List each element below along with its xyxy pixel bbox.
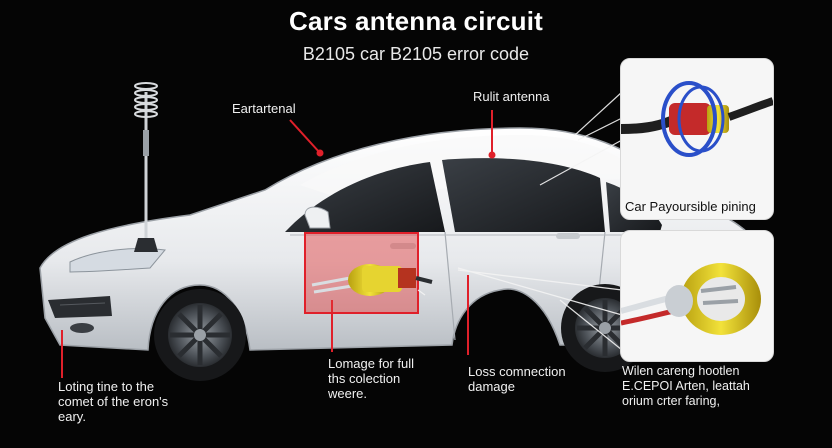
inset-bottom-caption: Wilen careng hootlen E.CEPOI Arten, leat…	[622, 364, 750, 408]
callout-bottom-left: Loting tine to the comet of the eron's e…	[58, 379, 169, 424]
front-wheel	[154, 289, 246, 381]
diagram-title: Cars antenna circuit	[289, 6, 543, 36]
closeup-illustration	[621, 263, 761, 335]
inset-top-caption: Car Payoursible pining	[625, 199, 756, 214]
callout-loss-connection: Loss comnection damage	[468, 364, 566, 394]
callout-external-antenna: Eartartenal	[232, 101, 296, 116]
callout-damage-full: Lomage for full ths colection weere.	[328, 356, 414, 401]
callout-built-antenna: Rulit antenna	[473, 89, 550, 104]
inset-connector-closeup	[620, 230, 774, 362]
mast-antenna	[134, 82, 158, 252]
damaged-connector-highlight	[304, 232, 433, 314]
connector-illustration	[621, 81, 773, 157]
inset-antenna-connector: Car Payoursible pining	[620, 58, 774, 220]
diagram-subtitle: B2105 car B2105 error code	[302, 44, 530, 64]
